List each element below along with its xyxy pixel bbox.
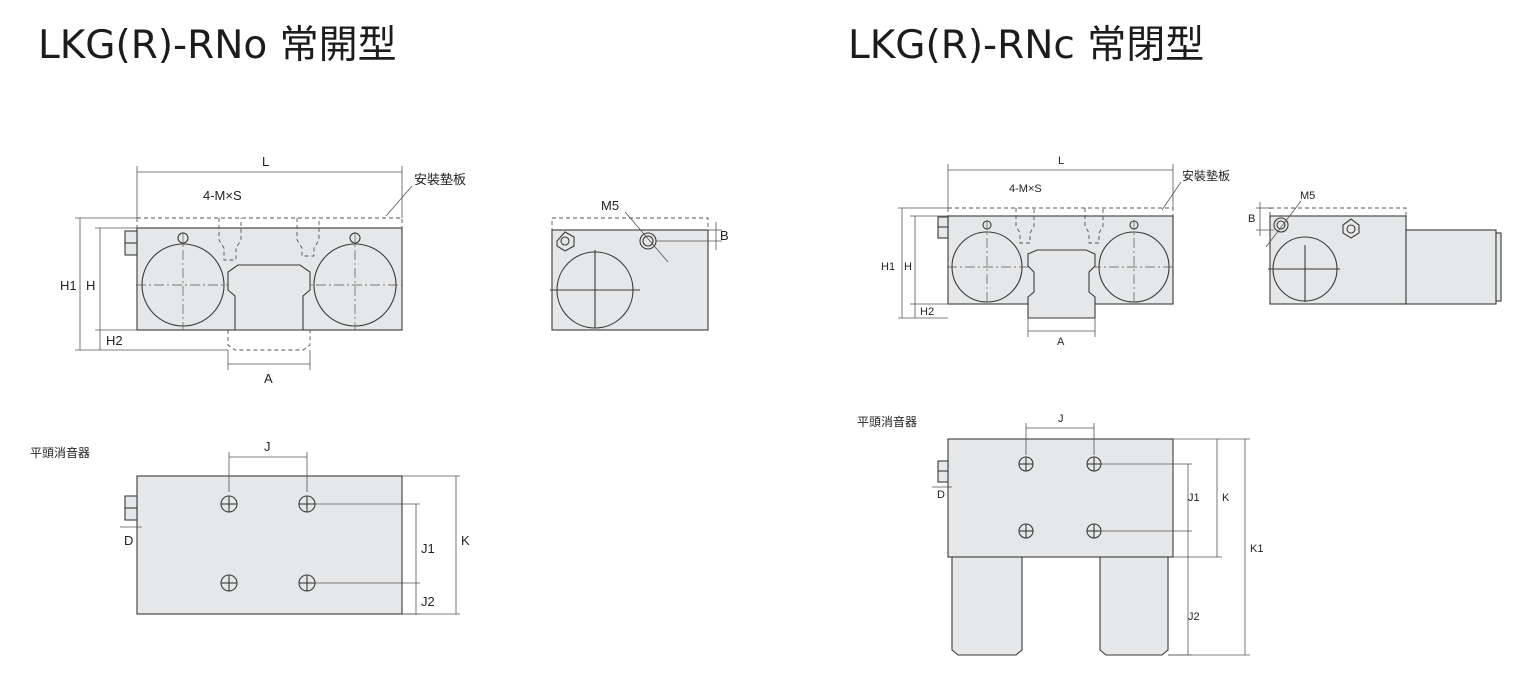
thread-hole xyxy=(218,218,242,261)
dim-J: J xyxy=(264,439,271,454)
no-front-view: L 4-M×S 安裝墊板 H1 H H2 A xyxy=(60,154,466,386)
dim-L: L xyxy=(262,154,269,169)
label-flat-muffler: 平頭消音器 xyxy=(30,445,90,460)
dim-mxs: 4-M×S xyxy=(1009,183,1042,195)
dim-H1: H1 xyxy=(60,278,77,293)
dim-H2: H2 xyxy=(106,333,123,348)
nc-top-body xyxy=(947,438,1174,558)
title-normally-open: LKG(R)-RNo 常開型 xyxy=(38,23,397,68)
dim-D: D xyxy=(937,489,945,501)
dim-D: D xyxy=(124,533,133,548)
label-M5: M5 xyxy=(1300,190,1315,202)
cylinder-extension xyxy=(1405,229,1497,305)
label-M5: M5 xyxy=(601,198,619,213)
hex-plug xyxy=(1342,218,1360,239)
label-mounting-pad: 安裝墊板 xyxy=(1182,168,1230,183)
nc-side-body xyxy=(1269,215,1407,305)
dim-L: L xyxy=(1058,155,1064,167)
slider xyxy=(227,264,311,331)
nc-top-view: 平頭消音器 J D J1 J2 K K1 xyxy=(857,413,1263,656)
no-side-view: M5 B xyxy=(550,198,729,331)
thread-hole xyxy=(296,218,320,257)
mount-holes xyxy=(220,495,316,592)
dim-B: B xyxy=(720,228,729,243)
dim-J1: J1 xyxy=(1188,492,1200,504)
dim-K1: K1 xyxy=(1250,543,1263,555)
label-mounting-pad: 安裝墊板 xyxy=(414,173,466,188)
mounting-plate-outline xyxy=(136,217,403,229)
label-flat-muffler: 平頭消音器 xyxy=(857,414,917,429)
no-top-body xyxy=(136,475,403,615)
title-normally-closed: LKG(R)-RNc 常閉型 xyxy=(848,23,1205,68)
dim-A: A xyxy=(264,371,273,386)
dim-H1: H1 xyxy=(881,261,895,273)
dim-H: H xyxy=(904,261,912,273)
dim-B: B xyxy=(1248,213,1255,225)
m5-port xyxy=(1273,217,1289,233)
nc-side-view: M5 B xyxy=(1248,190,1502,305)
dim-K: K xyxy=(1222,492,1230,504)
cylinder-leg-right xyxy=(1099,556,1169,656)
dim-H: H xyxy=(86,278,95,293)
dim-A: A xyxy=(1057,336,1065,348)
hex-plug xyxy=(556,231,575,252)
slider xyxy=(1027,249,1096,319)
no-top-view: 平頭消音器 J D J1 J2 K xyxy=(30,439,470,615)
nc-front-view: L 4-M×S 安裝墊板 H1 H H2 A xyxy=(881,155,1230,348)
dim-H2: H2 xyxy=(920,306,934,318)
dim-J2: J2 xyxy=(1188,611,1200,623)
dim-J: J xyxy=(1058,413,1064,425)
dim-J2: J2 xyxy=(421,594,435,609)
dim-J1: J1 xyxy=(421,541,435,556)
dim-K: K xyxy=(461,533,470,548)
dim-mxs: 4-M×S xyxy=(203,188,242,203)
no-side-body xyxy=(551,229,709,331)
cylinder-leg-left xyxy=(951,556,1023,656)
